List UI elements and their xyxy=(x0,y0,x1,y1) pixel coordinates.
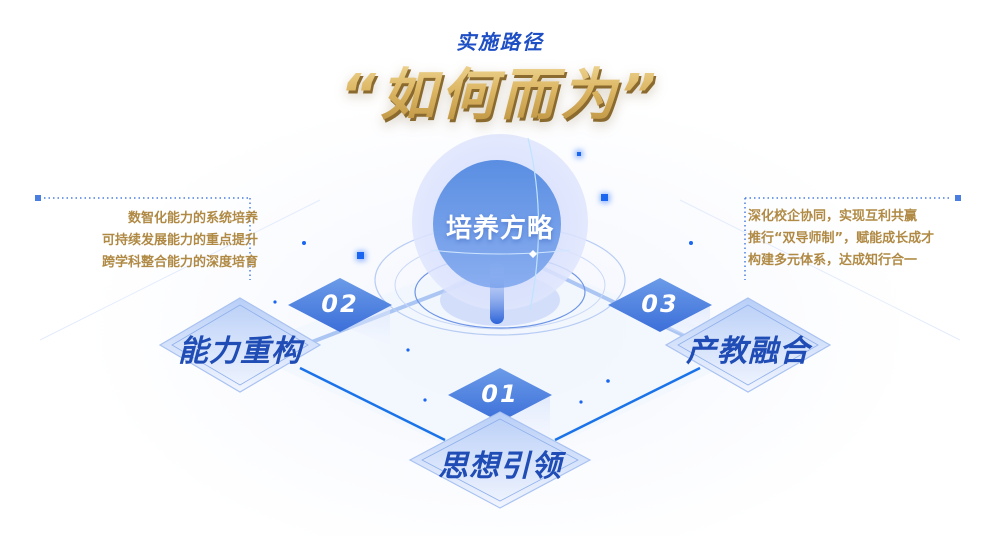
pillar-03-number: 03 xyxy=(641,290,679,318)
section-subtitle: 实施路径 xyxy=(456,30,544,54)
sphere-meridian xyxy=(527,137,540,311)
pillar-03-graphic xyxy=(608,278,832,393)
pillar-01-graphic xyxy=(408,368,592,509)
connector-line xyxy=(554,366,701,442)
right-note-bracket xyxy=(744,195,961,280)
right-note-line: 构建多元体系，达成知行合一 xyxy=(748,253,918,268)
decorative-particles xyxy=(273,150,693,404)
right-note-line: 深化校企协同，实现互利共赢 xyxy=(748,209,918,224)
left-note-line: 可持续发展能力的重点提升 xyxy=(101,233,258,248)
pillar-01-label: 思想引领 xyxy=(438,449,562,484)
connector-line xyxy=(39,199,321,341)
pillar-02-graphic xyxy=(158,278,392,393)
sphere-inner xyxy=(433,160,561,288)
left-note: 数智化能力的系统培养 可持续发展能力的重点提升 跨学科整合能力的深度培育 xyxy=(68,208,258,274)
pillar-02-number: 02 xyxy=(321,290,359,318)
left-note-line: 跨学科整合能力的深度培育 xyxy=(101,255,258,270)
right-note: 深化校企协同，实现互利共赢 推行“双导师制”，赋能成长成才 构建多元体系，达成知… xyxy=(748,206,988,272)
left-note-line: 数智化能力的系统培养 xyxy=(127,211,258,226)
pillar-01-number: 01 xyxy=(481,380,519,408)
pillar-02-label: 能力重构 xyxy=(178,334,302,369)
connector-line xyxy=(299,366,446,442)
sphere-equator xyxy=(429,249,571,255)
light-beam xyxy=(490,262,504,324)
center-sphere-label: 培养方略 xyxy=(445,214,554,244)
right-note-line: 推行“双导师制”，赋能成长成才 xyxy=(748,231,935,246)
page-headline: “如何而为” xyxy=(0,50,1000,131)
sparkle-icon xyxy=(529,250,537,258)
connector-line xyxy=(679,199,961,341)
pillar-03-label: 产教融合 xyxy=(686,334,810,369)
left-note-bracket xyxy=(35,195,251,280)
